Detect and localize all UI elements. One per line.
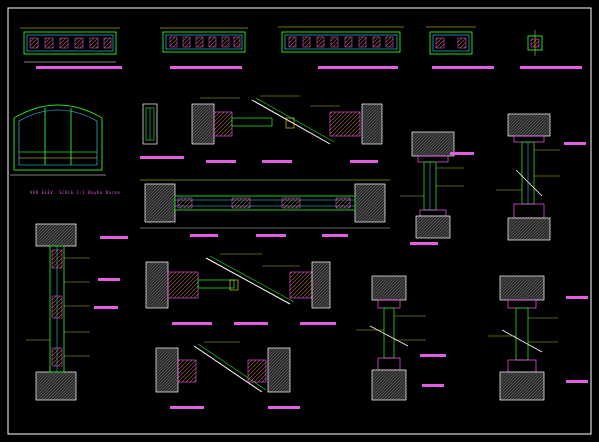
label-bar [206, 160, 236, 163]
label-bar [170, 66, 242, 69]
label-bar [410, 242, 438, 245]
elevation-caption: VAR ELEV. SCALE 1:1 Bayha Rarea [30, 190, 121, 195]
label-bars [36, 66, 588, 409]
pivot-section-center [145, 253, 331, 309]
mullion-detail [142, 103, 158, 145]
sheet-border [7, 7, 592, 435]
label-bar [300, 322, 336, 325]
label-bar [262, 160, 292, 163]
label-bar [140, 156, 184, 159]
label-bar [566, 380, 588, 383]
label-bar [172, 322, 212, 325]
label-bar [36, 66, 122, 69]
arched-window-elevation [7, 104, 106, 176]
label-bar [170, 406, 204, 409]
casement-section-top [191, 95, 383, 145]
label-bar [520, 66, 582, 69]
label-bar [422, 384, 444, 387]
label-bar [256, 234, 286, 237]
label-bar [450, 152, 474, 155]
label-bar [564, 142, 586, 145]
plan-section-4 [426, 26, 476, 55]
label-bar [94, 306, 118, 309]
label-bar [190, 234, 218, 237]
label-bar [350, 160, 378, 163]
vertical-section-left [26, 223, 90, 401]
label-bar [322, 234, 348, 237]
label-bar [566, 296, 588, 299]
pivot-section-bottom [155, 341, 291, 393]
label-bar [432, 66, 494, 69]
label-bar [268, 406, 300, 409]
plan-section-5 [527, 30, 543, 56]
label-bar [420, 354, 446, 357]
vertical-section-right-3 [356, 275, 426, 401]
plan-section-1 [20, 27, 120, 63]
vertical-section-right-1 [400, 131, 464, 239]
label-bar [98, 278, 120, 281]
label-bar [318, 66, 398, 69]
vertical-section-right-2 [496, 113, 560, 241]
label-bar [234, 322, 268, 325]
label-bar [100, 236, 128, 239]
sliding-section-middle [140, 179, 390, 229]
plan-section-2 [160, 27, 248, 53]
vertical-section-right-4 [488, 275, 558, 401]
plan-section-3 [278, 26, 404, 53]
